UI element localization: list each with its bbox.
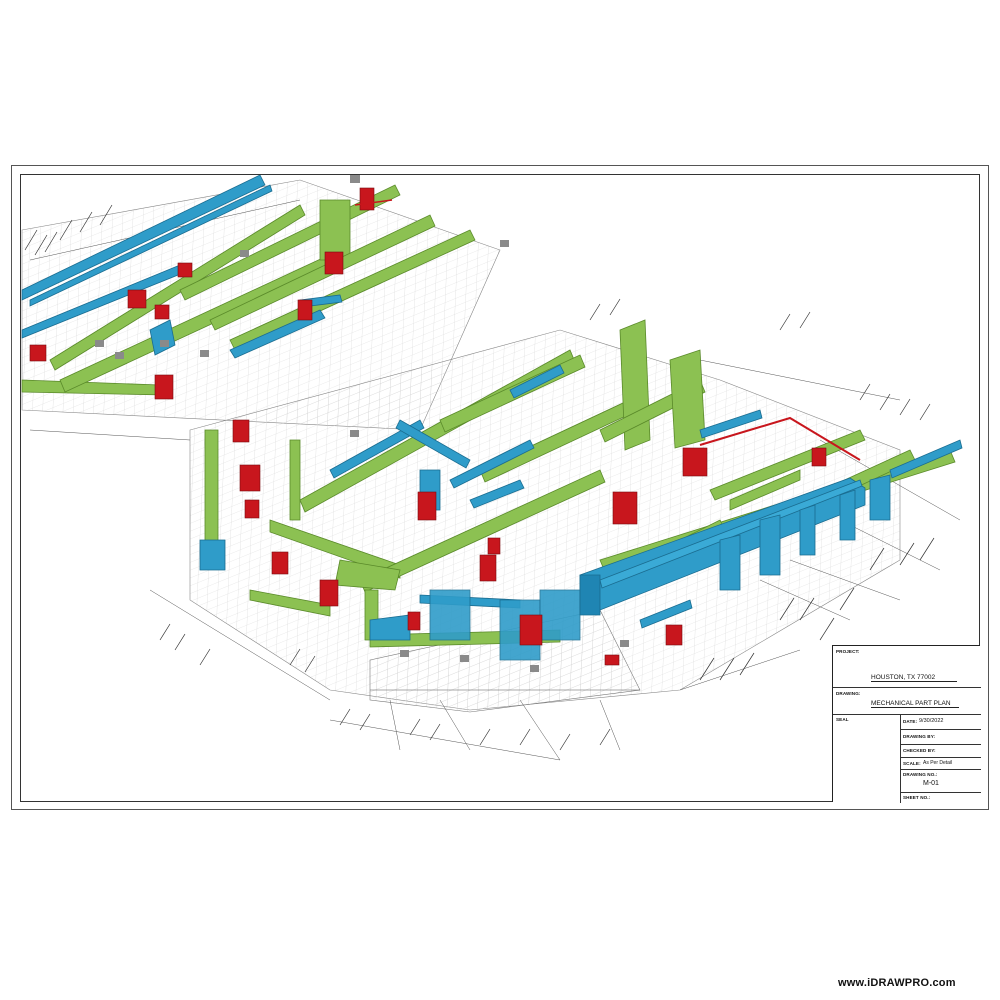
title-block: PROJECT: HOUSTON, TX 77002 DRAWING: MECH… xyxy=(832,645,981,803)
equipment-units xyxy=(29,187,861,666)
drawing-by-label: DRAWING BY: xyxy=(903,734,936,739)
drawing-no-label: DRAWING NO.: xyxy=(903,772,938,777)
project-value: HOUSTON, TX 77002 xyxy=(871,674,958,682)
sheet-no-label: SHEET NO.: xyxy=(903,795,931,800)
title-block-project-row: PROJECT: HOUSTON, TX 77002 xyxy=(833,646,981,688)
title-block-drawing-row: DRAWING: MECHANICAL PART PLAN xyxy=(833,688,981,715)
dimension-lines xyxy=(29,199,961,761)
checked-by-row: CHECKED BY: xyxy=(901,745,981,758)
diffusers xyxy=(95,175,629,672)
drawing-sheet-inner-border xyxy=(20,174,980,802)
sheet-no-row: SHEET NO.: xyxy=(901,793,981,803)
checked-by-label: CHECKED BY: xyxy=(903,748,936,753)
project-label: PROJECT: xyxy=(836,649,860,654)
scale-row: SCALE: As Per Detail xyxy=(901,758,981,770)
scale-label: SCALE: xyxy=(903,761,921,766)
seal-box: SEAL xyxy=(833,715,901,803)
annotation-marks xyxy=(24,204,935,751)
date-label: DATE: xyxy=(903,719,918,724)
drawing-no-row: DRAWING NO.: M-01 xyxy=(901,770,981,793)
scale-value: As Per Detail xyxy=(923,760,953,766)
drawing-by-row: DRAWING BY: xyxy=(901,730,981,745)
date-row: DATE: 9/30/2022 xyxy=(901,715,981,730)
return-ductwork xyxy=(21,175,963,661)
drawing-no-value: M-01 xyxy=(923,780,939,787)
date-value: 9/30/2022 xyxy=(919,718,944,724)
drawing-sheet-outer-border xyxy=(11,165,989,810)
seal-label: SEAL xyxy=(836,717,849,722)
drawing-value: MECHANICAL PART PLAN xyxy=(871,700,959,708)
watermark-url: www.iDRAWPRO.com xyxy=(838,977,956,989)
drawing-label: DRAWING: xyxy=(836,691,861,696)
